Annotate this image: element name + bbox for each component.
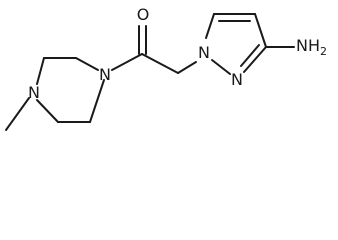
atom-label-amine-group: NH2 xyxy=(296,36,327,58)
atom-label-piperazine-n-amide: N xyxy=(99,65,111,84)
atom-label-piperazine-n-methyl: N xyxy=(28,83,40,102)
atom-label-carbonyl-oxygen: O xyxy=(137,5,150,24)
bond-c3-n2-double-inner xyxy=(240,44,260,67)
bond-n-amide-to-carbonyl-c xyxy=(111,53,143,71)
bond-n-methyl-to-c-lower xyxy=(36,99,59,123)
chemical-structure: O N N N N NH2 xyxy=(5,5,327,131)
bond-ch2-to-pyrazole-n1 xyxy=(177,61,197,74)
molecule-structure-canvas: O N N N N NH2 xyxy=(5,5,327,131)
bond-n-methyl-to-methyl xyxy=(5,97,30,131)
bond-c-left-to-n-methyl xyxy=(36,57,45,85)
bond-n-amide-to-c-upper-left xyxy=(75,57,99,71)
bond-n1-to-c5 xyxy=(205,13,215,39)
bond-c3-n2-double-outer xyxy=(243,46,267,73)
bond-n2-to-n1 xyxy=(211,59,231,75)
atom-label-amine-h: H xyxy=(308,36,320,55)
bond-c4-to-c3 xyxy=(254,13,267,48)
bond-c-lower-right-to-n-amide xyxy=(89,79,105,123)
atom-label-amine-h-count: 2 xyxy=(320,45,327,58)
atom-label-pyrazole-n1: N xyxy=(198,43,210,62)
atom-label-amine-n: N xyxy=(296,36,308,55)
bond-carbonyl-c-to-ch2 xyxy=(141,53,179,74)
atom-label-pyrazole-n2: N xyxy=(231,70,243,89)
